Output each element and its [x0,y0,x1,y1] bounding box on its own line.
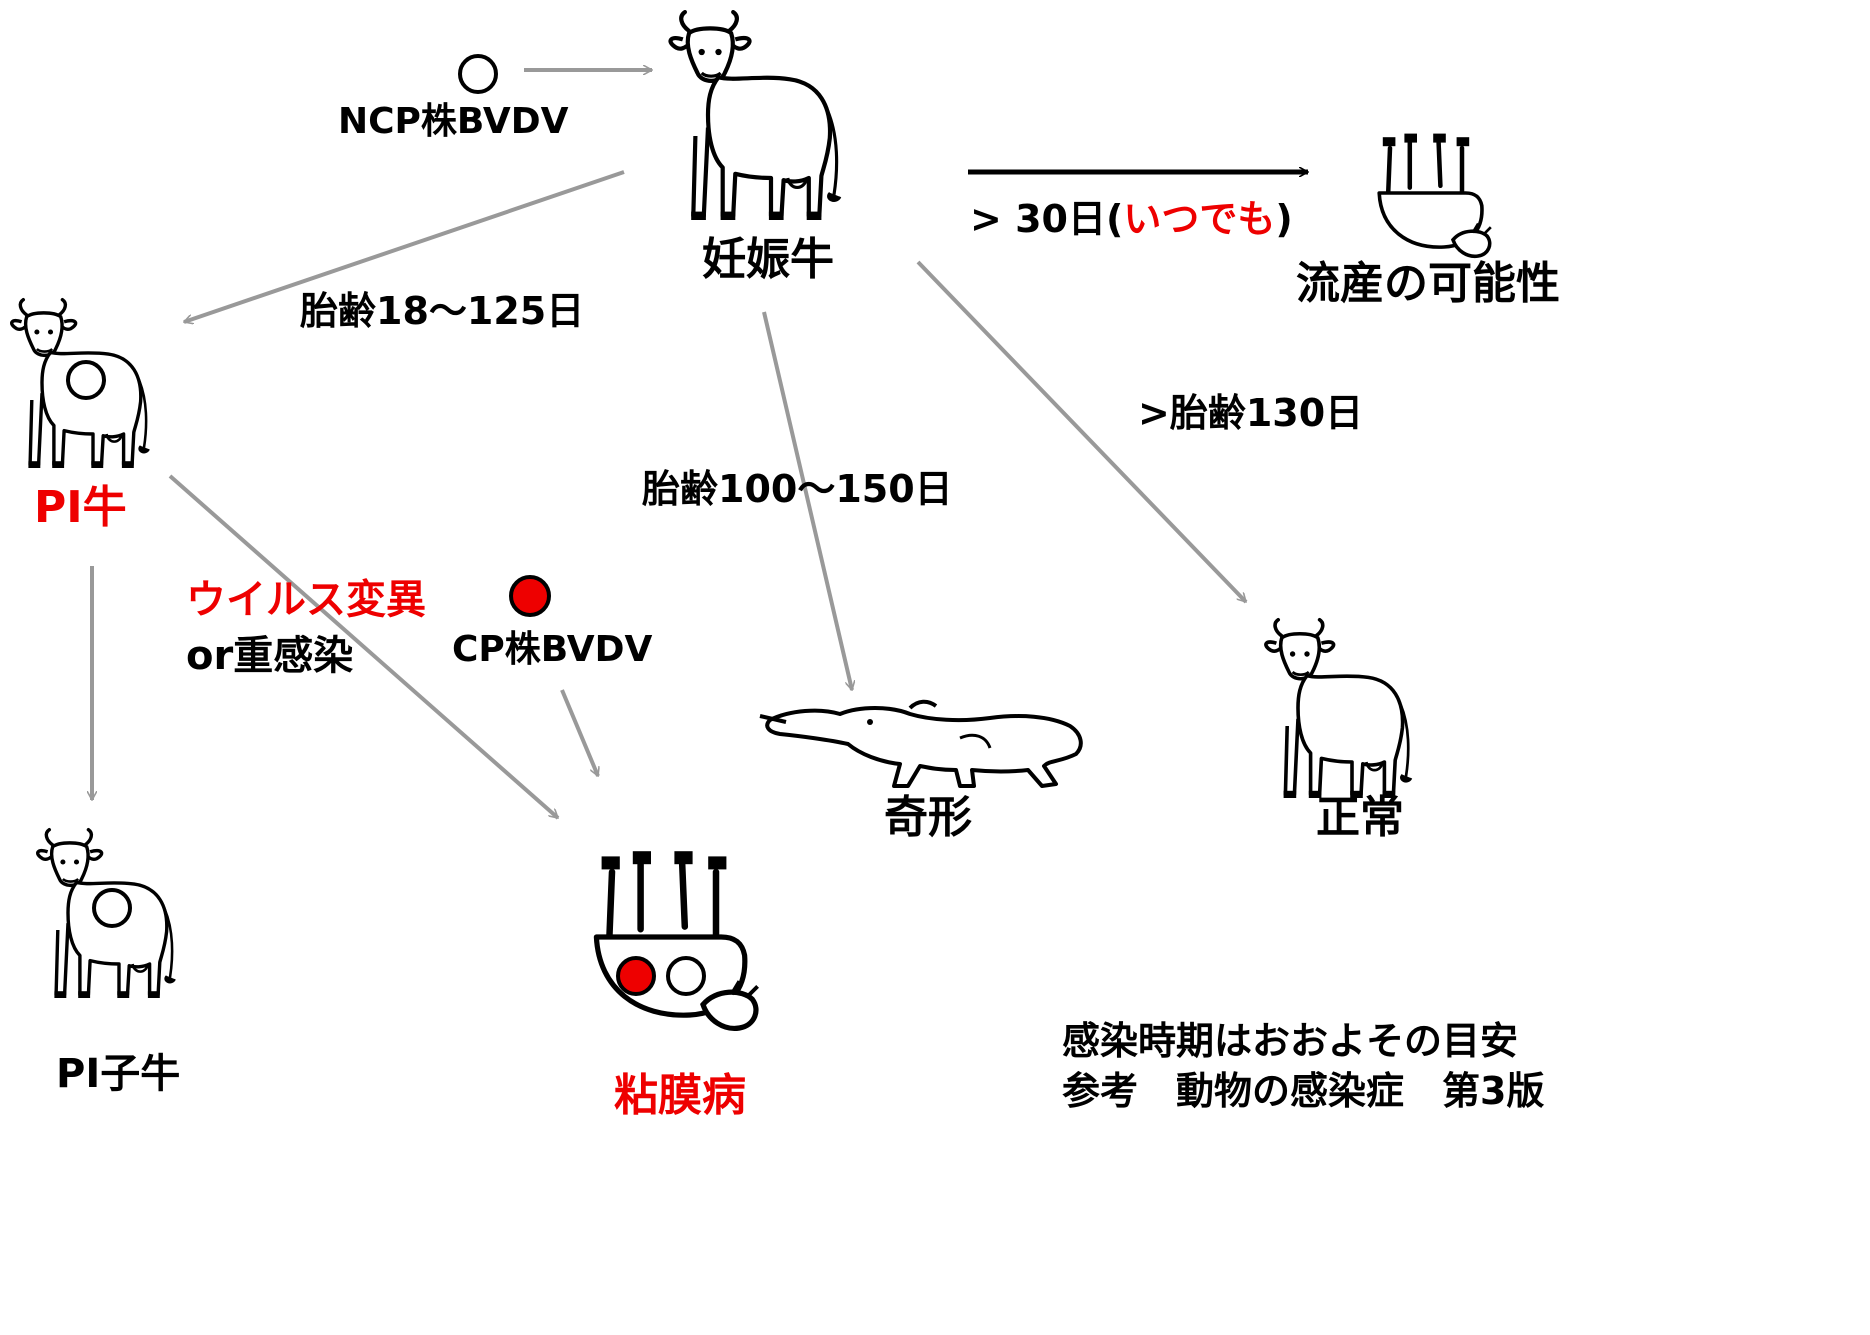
fallen-cow-icon [596,851,757,1028]
filled-red-circle-icon [616,956,656,996]
open-circle-icon [458,54,498,94]
arrow-cp-to-mucosal-disease [560,689,598,776]
fallen-cow-icon [1379,134,1491,257]
fetal-age-100-150-label: 胎齢100〜150日 [642,467,953,511]
cow-icon [1264,617,1414,800]
note-line-2: 参考 動物の感染症 第3版 [1062,1069,1545,1113]
filled-red-circle-icon [509,575,551,617]
lying-calf-icon [758,699,1083,788]
arrow-pregnant-to-pi-cow [184,170,625,322]
abortion-label: 流産の可能性 [1296,258,1560,309]
open-circle-icon [66,360,106,400]
open-circle-icon [92,888,132,928]
pi-cow-label: PI牛 [34,482,127,533]
fetal-age-18-125-label: 胎齢18〜125日 [300,289,585,333]
cow-icon [671,12,841,220]
open-circle-icon [666,956,706,996]
mucosal-disease-label: 粘膜病 [614,1070,746,1121]
ncp-strain-label: NCP株BVDV [338,101,569,142]
days-over-30-anytime: いつでも [1123,197,1276,241]
pi-calf-label: PI子牛 [56,1051,181,1097]
normal-label: 正常 [1316,792,1404,843]
note-line-1: 感染時期はおおよその目安 [1062,1019,1519,1063]
deformity-label: 奇形 [884,792,972,843]
virus-mutation-label: ウイルス変異 [186,577,426,623]
cp-strain-label: CP株BVDV [452,629,653,670]
fetal-age-over-130-label: >胎齢130日 [1138,391,1364,435]
days-over-30-prefix: > 30日( [970,197,1124,241]
days-over-30-label: > 30日(いつでも) [970,200,1293,238]
pregnant-cow-label: 妊娠牛 [702,234,834,285]
or-superinfection-label: or重感染 [186,633,354,679]
arrow-pi-cow-to-mucosal-disease [168,474,560,820]
days-over-30-suffix: ) [1275,197,1293,241]
arrow-pregnant-to-deformity [762,311,852,690]
arrow-pregnant-to-normal [916,260,1248,604]
